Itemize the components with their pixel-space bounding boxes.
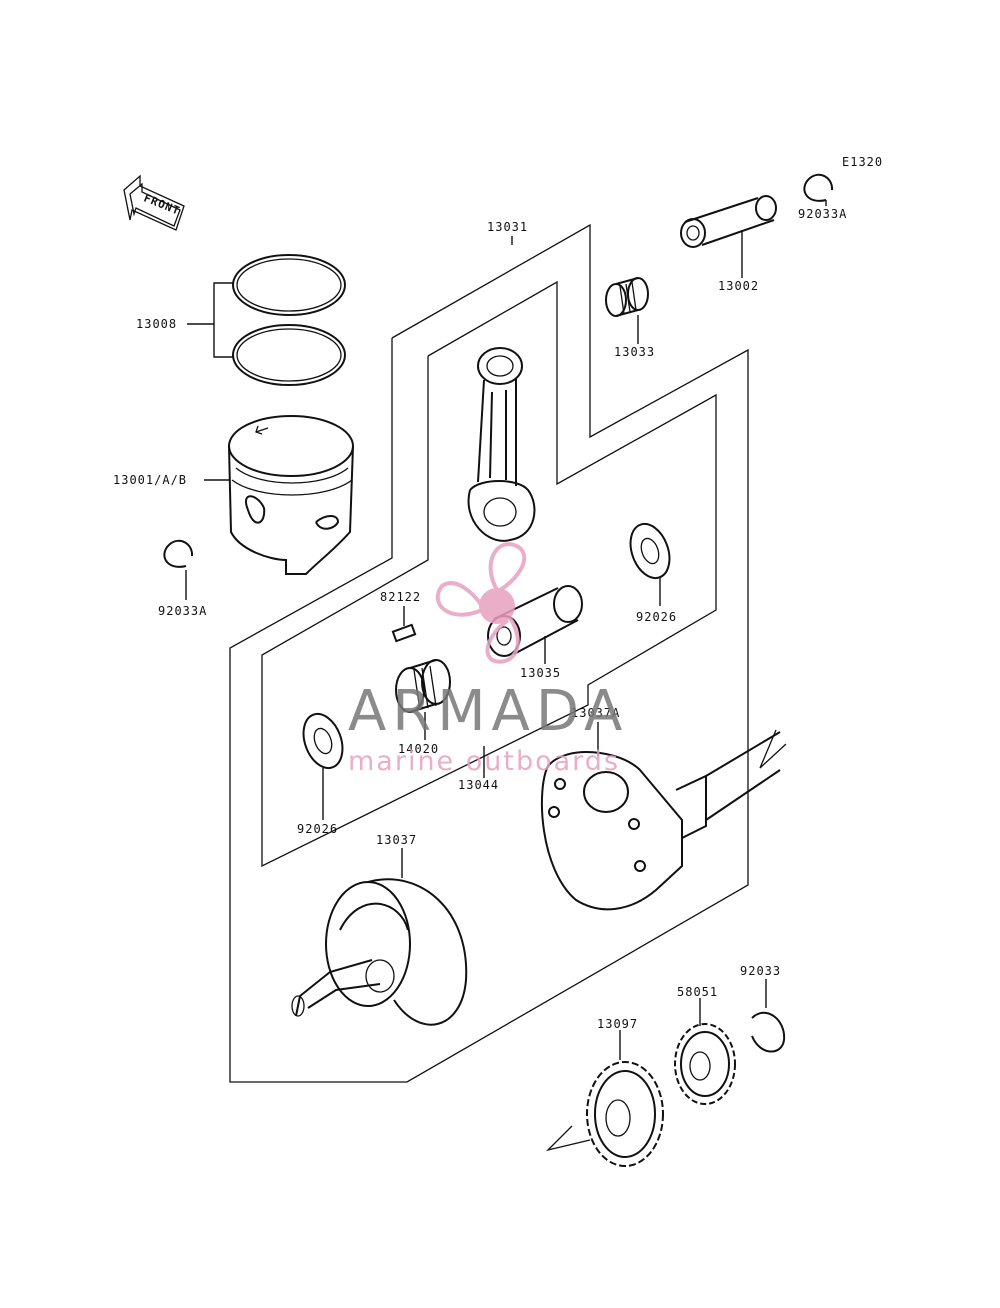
label-13035: 13035 <box>520 666 561 680</box>
label-13033: 13033 <box>614 345 655 359</box>
dowel-pin-82122 <box>391 623 417 643</box>
label-92026-right: 92026 <box>636 610 677 624</box>
watermark-logo: ARMADA marine outboards <box>348 542 628 777</box>
label-58051: 58051 <box>677 985 718 999</box>
snap-ring-92033A-top <box>803 173 834 202</box>
label-13097: 13097 <box>597 1017 638 1031</box>
crankshaft-half-13037 <box>291 878 468 1026</box>
assembly-outline-inner <box>261 280 717 868</box>
label-13001: 13001/A/B <box>113 473 187 487</box>
assembly-outline-outer <box>229 223 749 1083</box>
gear-13097 <box>545 1061 664 1167</box>
watermark-tagline: marine outboards <box>348 746 620 777</box>
diagram-code: E1320 <box>842 155 883 169</box>
needle-bearing-14020 <box>395 659 451 713</box>
label-13031: 13031 <box>487 220 528 234</box>
piston-rings-13008 <box>232 254 346 386</box>
label-82122: 82122 <box>380 590 421 604</box>
gear-58051 <box>674 1023 736 1105</box>
snap-ring-92033A-left <box>163 539 194 568</box>
propeller-icon <box>435 542 527 664</box>
label-92033: 92033 <box>740 964 781 978</box>
thrust-washer-92026-right <box>629 522 671 580</box>
label-13037A: 13037A <box>571 706 620 720</box>
connecting-rod <box>467 347 536 542</box>
crank-pin-13035 <box>487 585 583 657</box>
piston-13001 <box>228 415 354 575</box>
piston-pin-13002 <box>680 195 777 248</box>
label-13002: 13002 <box>718 279 759 293</box>
label-92033A-top: 92033A <box>798 207 847 221</box>
label-13008: 13008 <box>136 317 177 331</box>
thrust-washer-92026-left <box>302 712 344 770</box>
needle-bearing-13033 <box>605 277 649 317</box>
label-13037: 13037 <box>376 833 417 847</box>
crankshaft-half-13037A <box>540 729 787 911</box>
snap-ring-92033 <box>751 1011 786 1053</box>
label-92033A-left: 92033A <box>158 604 207 618</box>
label-13044: 13044 <box>458 778 499 792</box>
label-14020: 14020 <box>398 742 439 756</box>
front-arrow-icon: FRONT <box>123 174 185 231</box>
label-92026-left: 92026 <box>297 822 338 836</box>
watermark-brand: ARMADA <box>348 679 628 744</box>
